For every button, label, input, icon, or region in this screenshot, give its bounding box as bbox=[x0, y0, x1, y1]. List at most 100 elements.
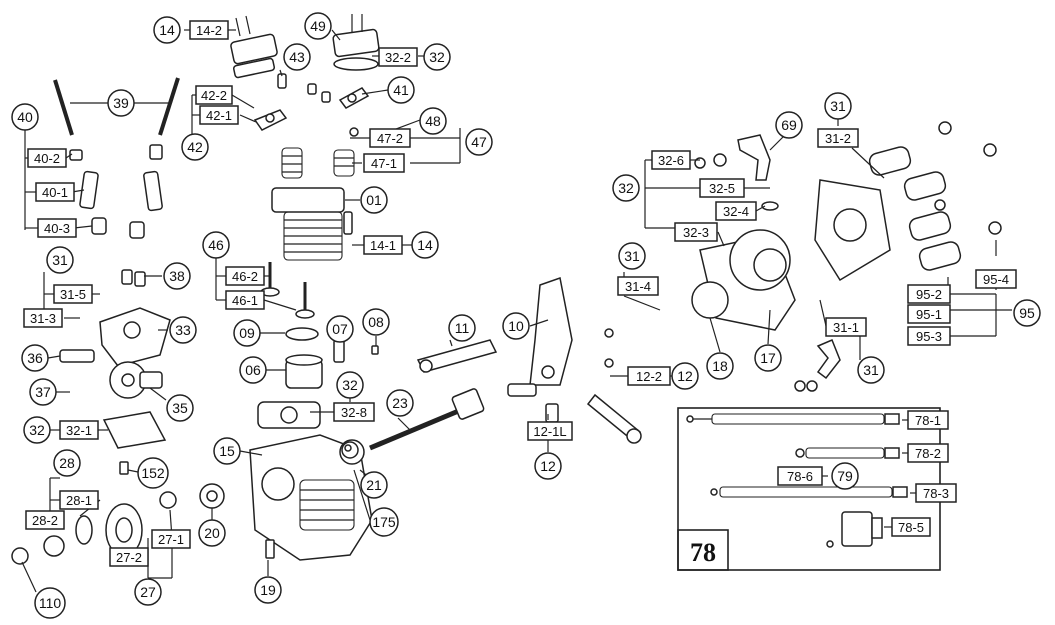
svg-text:28-1: 28-1 bbox=[66, 493, 92, 508]
svg-text:40-3: 40-3 bbox=[44, 221, 70, 236]
part-number-circle: 31 bbox=[46, 246, 74, 274]
part-number-circle: 20 bbox=[198, 519, 226, 547]
part-number-circle: 19 bbox=[254, 576, 282, 604]
subpart-box: 32-2 bbox=[378, 47, 418, 67]
part-number-circle: 11 bbox=[448, 314, 476, 342]
connecting-rods-shape bbox=[507, 277, 642, 444]
svg-text:12-1L: 12-1L bbox=[533, 424, 566, 439]
svg-text:47-1: 47-1 bbox=[371, 156, 397, 171]
svg-text:21: 21 bbox=[366, 477, 382, 493]
svg-text:42-2: 42-2 bbox=[201, 88, 227, 103]
svg-text:95-1: 95-1 bbox=[916, 307, 942, 322]
part-number-circle: 32 bbox=[612, 174, 640, 202]
svg-text:175: 175 bbox=[372, 514, 396, 530]
part-number-circle: 46 bbox=[202, 231, 230, 259]
svg-text:95-2: 95-2 bbox=[916, 287, 942, 302]
subpart-box: 32-3 bbox=[674, 222, 718, 242]
subpart-box: 12-1L bbox=[527, 421, 573, 441]
svg-text:17: 17 bbox=[760, 350, 776, 366]
svg-text:46-2: 46-2 bbox=[232, 269, 258, 284]
part-number-circle: 28 bbox=[53, 449, 81, 477]
subpart-box: 40-2 bbox=[27, 148, 67, 168]
kit-78-hoses-shape bbox=[677, 407, 941, 571]
svg-text:31-5: 31-5 bbox=[60, 287, 86, 302]
part-number-circle: 07 bbox=[326, 315, 354, 343]
svg-text:42-1: 42-1 bbox=[206, 108, 232, 123]
part-number-circle: 69 bbox=[775, 111, 803, 139]
svg-text:31-2: 31-2 bbox=[825, 131, 851, 146]
subpart-box: 95-2 bbox=[907, 284, 951, 304]
part-number-circle: 12 bbox=[534, 452, 562, 480]
svg-text:37: 37 bbox=[35, 384, 51, 400]
svg-text:49: 49 bbox=[310, 18, 326, 34]
part-number-circle: 32 bbox=[423, 43, 451, 71]
flywheel-parts-shape bbox=[11, 441, 359, 565]
part-number-circle: 31 bbox=[618, 242, 646, 270]
svg-text:95-3: 95-3 bbox=[916, 329, 942, 344]
subpart-box: 27-2 bbox=[109, 547, 149, 567]
svg-text:12-2: 12-2 bbox=[636, 369, 662, 384]
subpart-box: 28-1 bbox=[59, 490, 99, 510]
subpart-box: 46-2 bbox=[225, 266, 265, 286]
part-number-circle: 40 bbox=[11, 103, 39, 131]
svg-text:36: 36 bbox=[27, 350, 43, 366]
svg-text:35: 35 bbox=[172, 400, 188, 416]
subpart-box: 31-3 bbox=[23, 308, 63, 328]
subpart-box: 46-1 bbox=[225, 290, 265, 310]
svg-text:08: 08 bbox=[368, 314, 384, 330]
part-number-circle: 95 bbox=[1013, 299, 1041, 327]
part-number-circle: 33 bbox=[169, 316, 197, 344]
subpart-box: 31-2 bbox=[817, 128, 859, 148]
part-number-circle: 43 bbox=[283, 43, 311, 71]
subpart-box: 32-8 bbox=[333, 402, 375, 422]
svg-text:14-1: 14-1 bbox=[370, 238, 396, 253]
svg-text:07: 07 bbox=[332, 321, 348, 337]
part-number-circle: 14 bbox=[411, 231, 439, 259]
subpart-box: 42-2 bbox=[195, 85, 233, 105]
subpart-box: 47-1 bbox=[363, 153, 405, 173]
subpart-box: 78-2 bbox=[907, 443, 949, 463]
svg-text:32-2: 32-2 bbox=[385, 50, 411, 65]
svg-text:01: 01 bbox=[366, 192, 382, 208]
gear-35-shape bbox=[109, 361, 163, 399]
part-drawings bbox=[11, 14, 1002, 571]
part-number-circle: 21 bbox=[360, 471, 388, 499]
subpart-box: 95-4 bbox=[975, 269, 1017, 289]
svg-text:31: 31 bbox=[830, 98, 846, 114]
part-number-circle: 31 bbox=[857, 356, 885, 384]
subpart-box: 31-1 bbox=[825, 317, 867, 337]
svg-text:38: 38 bbox=[169, 268, 185, 284]
subpart-box: 78-3 bbox=[915, 483, 957, 503]
part-number-circle: 14 bbox=[153, 16, 181, 44]
subpart-box: 40-3 bbox=[37, 218, 77, 238]
svg-text:18: 18 bbox=[712, 358, 728, 374]
svg-text:47: 47 bbox=[471, 134, 487, 150]
subpart-box: 78-5 bbox=[891, 517, 931, 537]
subpart-box: 32-4 bbox=[715, 201, 757, 221]
svg-text:32-6: 32-6 bbox=[658, 153, 684, 168]
svg-text:69: 69 bbox=[781, 117, 797, 133]
subpart-box: 78-1 bbox=[907, 410, 949, 430]
oil-pump-33-shape bbox=[99, 269, 171, 367]
svg-text:43: 43 bbox=[289, 49, 305, 65]
svg-text:78-5: 78-5 bbox=[898, 520, 924, 535]
svg-text:46: 46 bbox=[208, 237, 224, 253]
part-number-circle: 32 bbox=[336, 371, 364, 399]
svg-text:15: 15 bbox=[219, 443, 235, 459]
kit-circle-79: 79 bbox=[831, 462, 859, 490]
subpart-box: 12-2 bbox=[627, 366, 671, 386]
part-number-circle: 01 bbox=[360, 186, 388, 214]
svg-text:46-1: 46-1 bbox=[232, 293, 258, 308]
rocker-arm-shapes bbox=[253, 73, 370, 131]
svg-text:40-1: 40-1 bbox=[42, 185, 68, 200]
part-number-circle: 36 bbox=[21, 344, 49, 372]
svg-text:32-1: 32-1 bbox=[66, 423, 92, 438]
part-number-circle: 10 bbox=[502, 312, 530, 340]
svg-text:31: 31 bbox=[624, 248, 640, 264]
part-number-circle: 06 bbox=[239, 356, 267, 384]
svg-text:32-3: 32-3 bbox=[683, 225, 709, 240]
housing-assembly-shape bbox=[691, 121, 1002, 392]
svg-text:20: 20 bbox=[204, 525, 220, 541]
svg-text:33: 33 bbox=[175, 322, 191, 338]
